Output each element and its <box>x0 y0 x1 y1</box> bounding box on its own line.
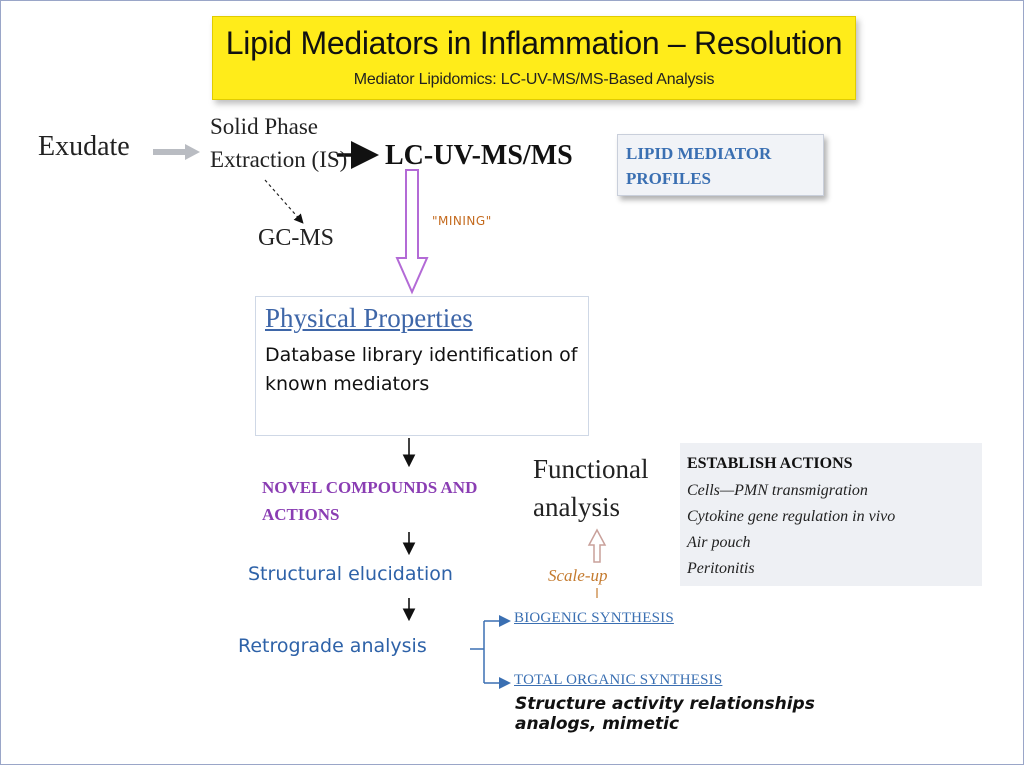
action-item: Peritonitis <box>687 560 755 577</box>
establish-actions-title: ESTABLISH ACTIONS <box>687 455 853 472</box>
mining-label: "MINING" <box>432 214 492 228</box>
physical-properties-box: Physical Properties Database library ide… <box>255 296 589 436</box>
novel-compounds-label: NOVEL COMPOUNDS AND ACTIONS <box>262 478 478 524</box>
retrograde-analysis-label: Retrograde analysis <box>238 635 427 657</box>
physical-properties-body: Database library identification of known… <box>265 344 578 395</box>
is-to-gcms-arrow <box>264 179 304 224</box>
action-item: Cytokine gene regulation in vivo <box>687 508 896 525</box>
exudate-arrow <box>153 144 200 160</box>
banner-subtitle: Mediator Lipidomics: LC-UV-MS/MS-Based A… <box>353 71 715 88</box>
sar-label: Structure activity relationships analogs… <box>515 694 815 734</box>
biogenic-synthesis-link[interactable]: BIOGENIC SYNTHESIS <box>514 610 674 626</box>
banner-title: Lipid Mediators in Inflammation – Resolu… <box>225 25 843 61</box>
establish-actions-box: ESTABLISH ACTIONS Cells—PMN transmigrati… <box>680 443 982 586</box>
physical-properties-title: Physical Properties <box>265 303 473 333</box>
gcms-label: GC-MS <box>258 225 335 251</box>
profiles-label: LIPID MEDIATOR PROFILES <box>626 144 772 188</box>
exudate-label: Exudate <box>38 131 130 162</box>
mining-arrow <box>395 169 429 295</box>
scaleup-arrow <box>587 528 607 563</box>
structural-elucidation-label: Structural elucidation <box>248 563 453 585</box>
action-item: Cells—PMN transmigration <box>687 482 868 499</box>
functional-analysis-label: Functional analysis <box>533 454 649 522</box>
lcms-label: LC-UV-MS/MS <box>385 140 573 171</box>
spe-label: Solid Phase Extraction (IS) <box>210 114 348 172</box>
total-organic-synthesis-link[interactable]: TOTAL ORGANIC SYNTHESIS <box>514 672 723 688</box>
title-banner: Lipid Mediators in Inflammation – Resolu… <box>212 16 856 100</box>
scale-up-label: Scale-up <box>548 566 608 585</box>
lipid-mediator-profiles-box: LIPID MEDIATOR PROFILES <box>617 134 824 196</box>
action-item: Air pouch <box>687 534 751 551</box>
